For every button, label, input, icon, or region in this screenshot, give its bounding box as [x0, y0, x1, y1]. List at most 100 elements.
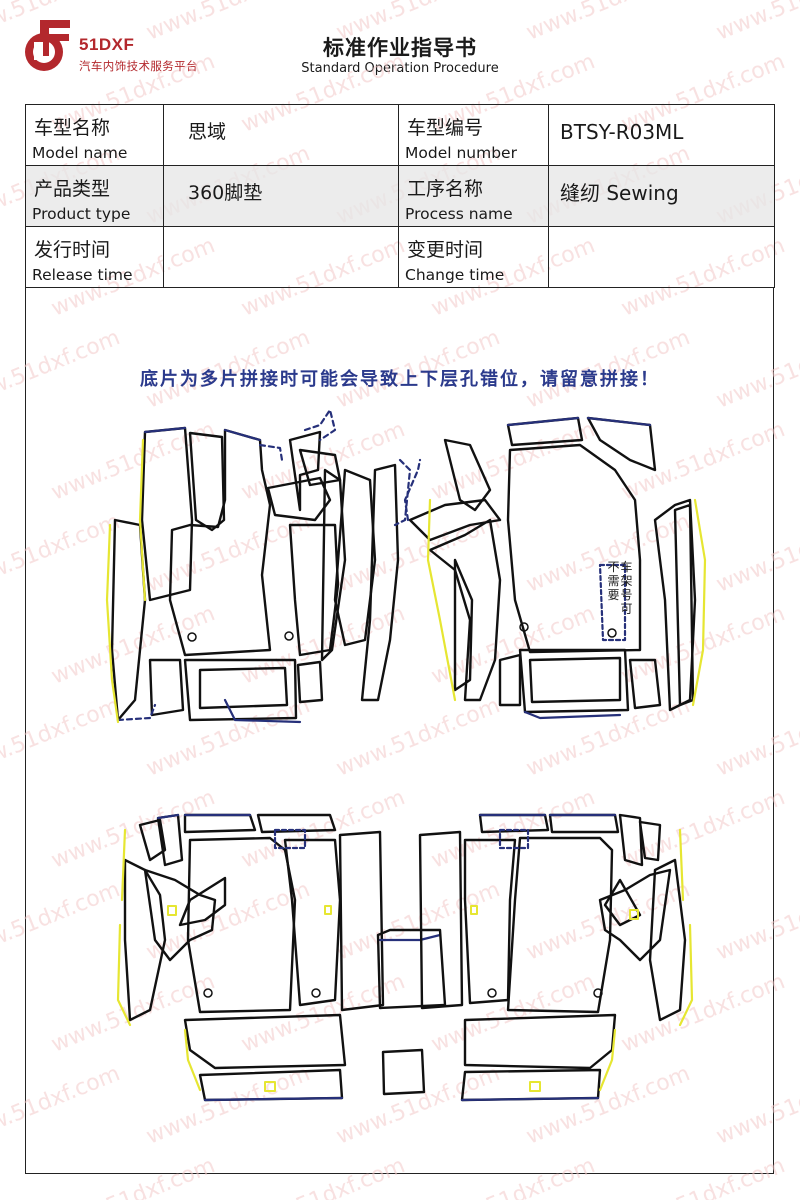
pattern-piece: [140, 426, 194, 602]
edge-line: [678, 923, 694, 1027]
edge-line: [523, 710, 622, 720]
model-number-value-cell: BTSY-R03ML: [548, 104, 775, 166]
info-row-time: 发行时间 Release time 变更时间 Change time: [25, 226, 775, 288]
pattern-piece: [418, 830, 464, 1010]
edge-line: [586, 416, 652, 427]
pattern-piece: [506, 443, 642, 654]
pattern-piece: [123, 858, 167, 1022]
pattern-piece: [598, 868, 672, 962]
edge-line: [183, 1028, 202, 1092]
mounting-hole: [519, 622, 529, 632]
model-number-label-cn: 车型编号: [407, 117, 484, 139]
front-right-yellow-edges: [426, 498, 707, 707]
pattern-piece: [408, 498, 502, 542]
process-name-label-cn: 工序名称: [407, 178, 484, 200]
yellow-marker: [470, 905, 478, 915]
yellow-marker: [529, 1081, 541, 1092]
pattern-piece: [198, 1068, 344, 1102]
pattern-piece: [498, 653, 522, 707]
edge-line: [138, 438, 147, 602]
front-right-mat-pieces: [408, 416, 697, 714]
front-left-yellow-edges: [105, 438, 147, 724]
splice-notice: 底片为多片拼接时可能会导致上下层孔错位，请留意拼接！: [140, 369, 660, 390]
edge-line: [506, 416, 580, 427]
info-row-product: 产品类型 Product type 360脚垫 工序名称 Process nam…: [25, 165, 775, 227]
floor-mat-pattern-drawing: [105, 408, 707, 1102]
pattern-piece: [110, 518, 147, 722]
rear-left-mat-pieces: [123, 813, 385, 1102]
edge-line: [303, 408, 337, 442]
mounting-hole: [284, 631, 294, 641]
change-time-label-cell: 变更时间 Change time: [398, 226, 549, 288]
edge-line: [426, 498, 457, 702]
model-name-label-cn: 车型名称: [34, 117, 111, 139]
rear-left-blue-edges: [156, 813, 442, 1102]
edge-line: [393, 458, 412, 527]
change-time-label-en: Change time: [405, 266, 505, 284]
pattern-piece: [183, 813, 257, 834]
pattern-piece: [198, 666, 289, 710]
pattern-piece: [183, 1013, 347, 1070]
process-name-label-cell: 工序名称 Process name: [398, 165, 549, 227]
pattern-piece: [506, 836, 614, 1014]
yellow-marker: [629, 909, 639, 920]
pattern-piece: [628, 658, 662, 710]
pattern-piece: [338, 830, 385, 1012]
pattern-piece: [186, 836, 297, 1014]
front-left-mat-pieces: [110, 426, 400, 722]
edge-line: [156, 813, 180, 820]
pattern-piece: [143, 868, 217, 962]
pattern-piece: [548, 813, 620, 834]
edge-line: [258, 443, 284, 462]
yellow-marker: [167, 905, 177, 916]
rear-right-yellow-edges: [470, 828, 694, 1092]
mounting-hole: [593, 988, 603, 998]
pattern-piece: [266, 476, 332, 522]
product-type-label-cn: 产品类型: [34, 178, 111, 200]
pattern-piece: [381, 1048, 426, 1096]
pattern-piece: [648, 858, 687, 1022]
change-time-value-cell: [548, 226, 775, 288]
brand-tagline: 汽车内饰技术服务平台: [79, 59, 198, 73]
mounting-hole: [311, 988, 321, 998]
mounting-hole: [203, 988, 213, 998]
pattern-piece: [463, 1013, 617, 1070]
edge-line: [460, 1096, 600, 1102]
product-type-label-en: Product type: [32, 205, 131, 223]
pattern-piece: [148, 658, 185, 717]
center-mat-pieces: [376, 928, 447, 1096]
rear-left-yellow-edges: [116, 828, 332, 1092]
yellow-marker: [264, 1081, 276, 1092]
edge-line: [691, 498, 707, 707]
product-type-value-cell: 360脚垫: [163, 165, 399, 227]
edge-line: [403, 458, 422, 522]
mounting-hole: [487, 988, 497, 998]
brand-name: 51DXF: [79, 35, 135, 54]
pattern-piece: [296, 660, 324, 704]
document-subtitle: Standard Operation Procedure: [301, 61, 499, 76]
pattern-piece: [453, 558, 474, 692]
release-time-label-cell: 发行时间 Release time: [25, 226, 164, 288]
pattern-piece: [256, 813, 337, 834]
pattern-piece: [288, 430, 322, 512]
model-name-value-cell: 思域: [163, 104, 399, 166]
edge-line: [120, 828, 127, 902]
pattern-piece: [376, 928, 447, 1010]
yellow-marker: [324, 905, 332, 915]
watermark-text: www.51dxf.com: [713, 0, 800, 46]
rear-right-blue-edges: [460, 813, 617, 1102]
edge-line: [143, 426, 187, 434]
document-title: 标准作业指导书: [323, 36, 477, 60]
edge-line: [105, 523, 120, 724]
pattern-piece: [288, 523, 340, 657]
vertical-note-right: 车架号可: [620, 560, 633, 616]
edge-line: [378, 933, 442, 942]
model-number-label-en: Model number: [405, 144, 517, 162]
pattern-piece: [528, 656, 622, 704]
edge-line: [678, 828, 685, 902]
pattern-piece: [333, 468, 377, 647]
pattern-piece: [428, 518, 502, 702]
release-time-label-en: Release time: [32, 266, 133, 284]
edge-line: [498, 828, 530, 850]
pattern-piece: [518, 648, 630, 714]
